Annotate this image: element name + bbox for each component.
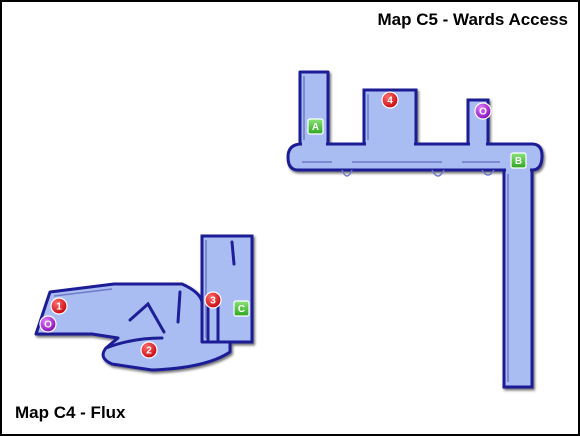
map-c4-floor-plan (34, 234, 254, 372)
marker-3: 3 (204, 291, 222, 309)
map-c5-title: Map C5 - Wards Access (377, 10, 568, 29)
marker-3-label: 3 (210, 296, 216, 307)
map-c4-inner-walls (104, 240, 236, 350)
map-c4-inner-lines (53, 240, 207, 338)
marker-b-label: B (515, 156, 522, 167)
marker-c: C (233, 300, 250, 317)
marker-2: 2 (140, 341, 158, 359)
c5-corridor (286, 142, 544, 172)
map-c5-floor-plan (286, 70, 544, 389)
map-c5-seams (302, 140, 530, 174)
map-c5-inner-walls (302, 76, 509, 382)
marker-o-c4-label: O (44, 320, 52, 331)
marker-o-c5: O (474, 102, 492, 120)
marker-2-label: 2 (146, 346, 152, 357)
marker-1-label: 1 (56, 302, 62, 313)
marker-b: B (510, 152, 527, 169)
marker-o-c4: O (39, 315, 57, 333)
marker-4-label: 4 (387, 96, 393, 107)
marker-o-c5-label: O (479, 107, 487, 118)
marker-4: 4 (381, 91, 399, 109)
c4-hall (34, 282, 232, 372)
marker-1: 1 (50, 297, 68, 315)
marker-c-label: C (238, 304, 245, 315)
marker-a: A (307, 118, 324, 135)
map-c4-title: Map C4 - Flux (15, 403, 126, 422)
marker-a-label: A (312, 122, 319, 133)
